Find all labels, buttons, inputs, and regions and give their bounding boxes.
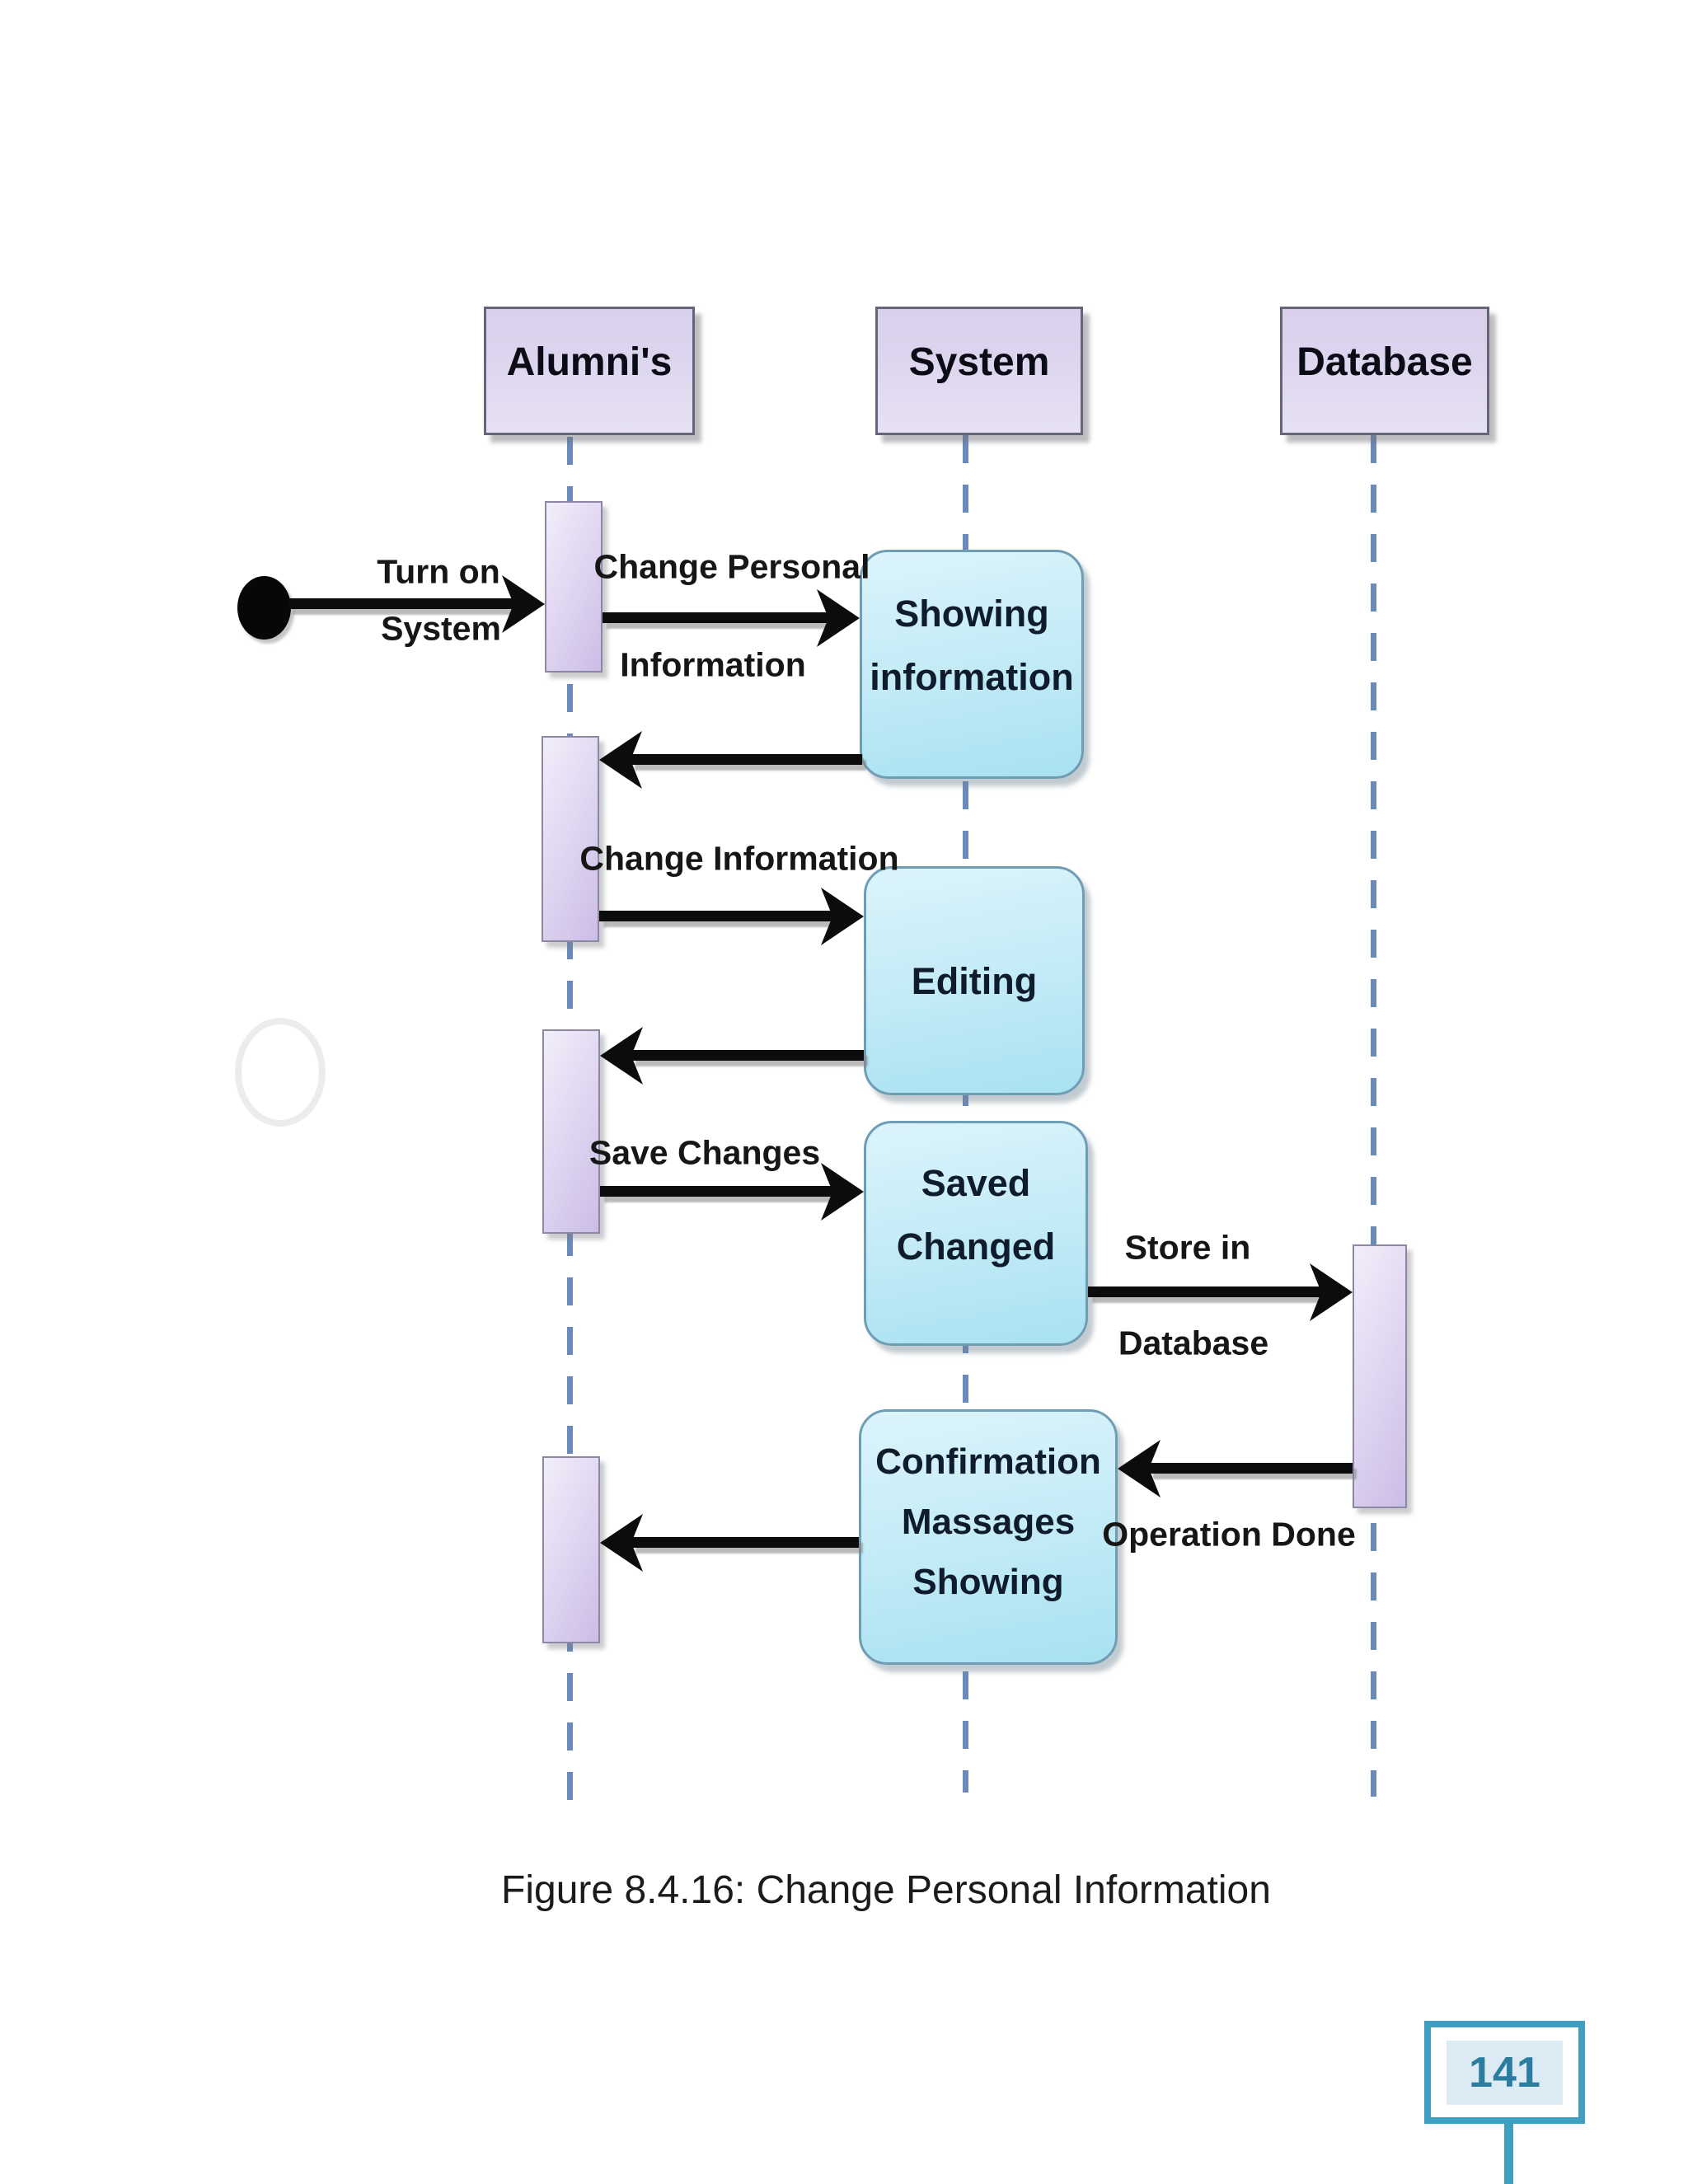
state-line: Showing bbox=[894, 593, 1049, 635]
actor-box-database: Database bbox=[1280, 307, 1489, 435]
message-label-store-in-database: Database bbox=[1118, 1324, 1269, 1362]
lifeline-system bbox=[963, 435, 968, 1793]
state-line: Changed bbox=[896, 1226, 1056, 1268]
arrow-shaft bbox=[288, 598, 513, 609]
message-label-turn-on: Turn on bbox=[377, 552, 500, 591]
state-box-saved-changed: Saved Changed bbox=[864, 1121, 1088, 1346]
page-number-stem bbox=[1504, 2124, 1513, 2184]
message-label-store-in: Store in bbox=[1124, 1228, 1251, 1267]
message-label-operation-done: Operation Done bbox=[1102, 1515, 1356, 1554]
page-number-text: 141 bbox=[1469, 2048, 1540, 2097]
state-line: Saved bbox=[921, 1162, 1031, 1204]
figure-caption: Figure 8.4.16: Change Personal Informati… bbox=[501, 1868, 1271, 1912]
message-label-turn-on-system: System bbox=[381, 609, 501, 648]
message-label-save-changes: Save Changes bbox=[588, 1133, 821, 1172]
arrow-shaft bbox=[631, 754, 862, 765]
state-line: Massages bbox=[901, 1502, 1076, 1542]
actor-label-database: Database bbox=[1296, 340, 1473, 384]
actor-box-alumnis: Alumni's bbox=[484, 307, 695, 435]
arrow-shaft bbox=[603, 612, 828, 623]
page-number-badge: 141 bbox=[1424, 2021, 1585, 2124]
arrow-shaft bbox=[1088, 1286, 1321, 1297]
activation-bar-alumnis-3 bbox=[542, 1029, 600, 1234]
state-line: information bbox=[870, 656, 1074, 698]
state-box-confirmation-massages-showing: Confirmation Massages Showing bbox=[859, 1409, 1118, 1665]
arrow-shaft bbox=[599, 911, 832, 921]
state-box-editing: Editing bbox=[864, 866, 1085, 1095]
state-box-showing-information: Showing information bbox=[860, 550, 1084, 779]
activation-bar-alumnis-1 bbox=[545, 501, 603, 673]
state-line: Editing bbox=[911, 959, 1038, 1002]
message-label-change-information: Change Information bbox=[579, 839, 899, 878]
arrow-shaft bbox=[1149, 1463, 1353, 1474]
state-line: Confirmation bbox=[875, 1441, 1101, 1482]
state-line: Showing bbox=[912, 1562, 1064, 1602]
page-number-highlight: 141 bbox=[1447, 2040, 1563, 2105]
activation-bar-database bbox=[1353, 1244, 1407, 1508]
message-label-information: Information bbox=[620, 645, 806, 684]
initial-state-dot bbox=[237, 576, 291, 640]
actor-label-system: System bbox=[908, 340, 1050, 384]
arrow-shaft bbox=[631, 1537, 859, 1548]
message-label-change-personal: Change Personal bbox=[593, 547, 870, 586]
actor-box-system: System bbox=[875, 307, 1083, 435]
actor-label-alumnis: Alumni's bbox=[506, 340, 673, 384]
watermark-circle bbox=[235, 1018, 326, 1127]
activation-bar-alumnis-4 bbox=[542, 1456, 600, 1643]
arrow-shaft bbox=[600, 1186, 832, 1197]
arrow-shaft bbox=[631, 1050, 864, 1061]
lifeline-database bbox=[1371, 435, 1376, 1797]
activation-bar-alumnis-2 bbox=[542, 736, 599, 942]
